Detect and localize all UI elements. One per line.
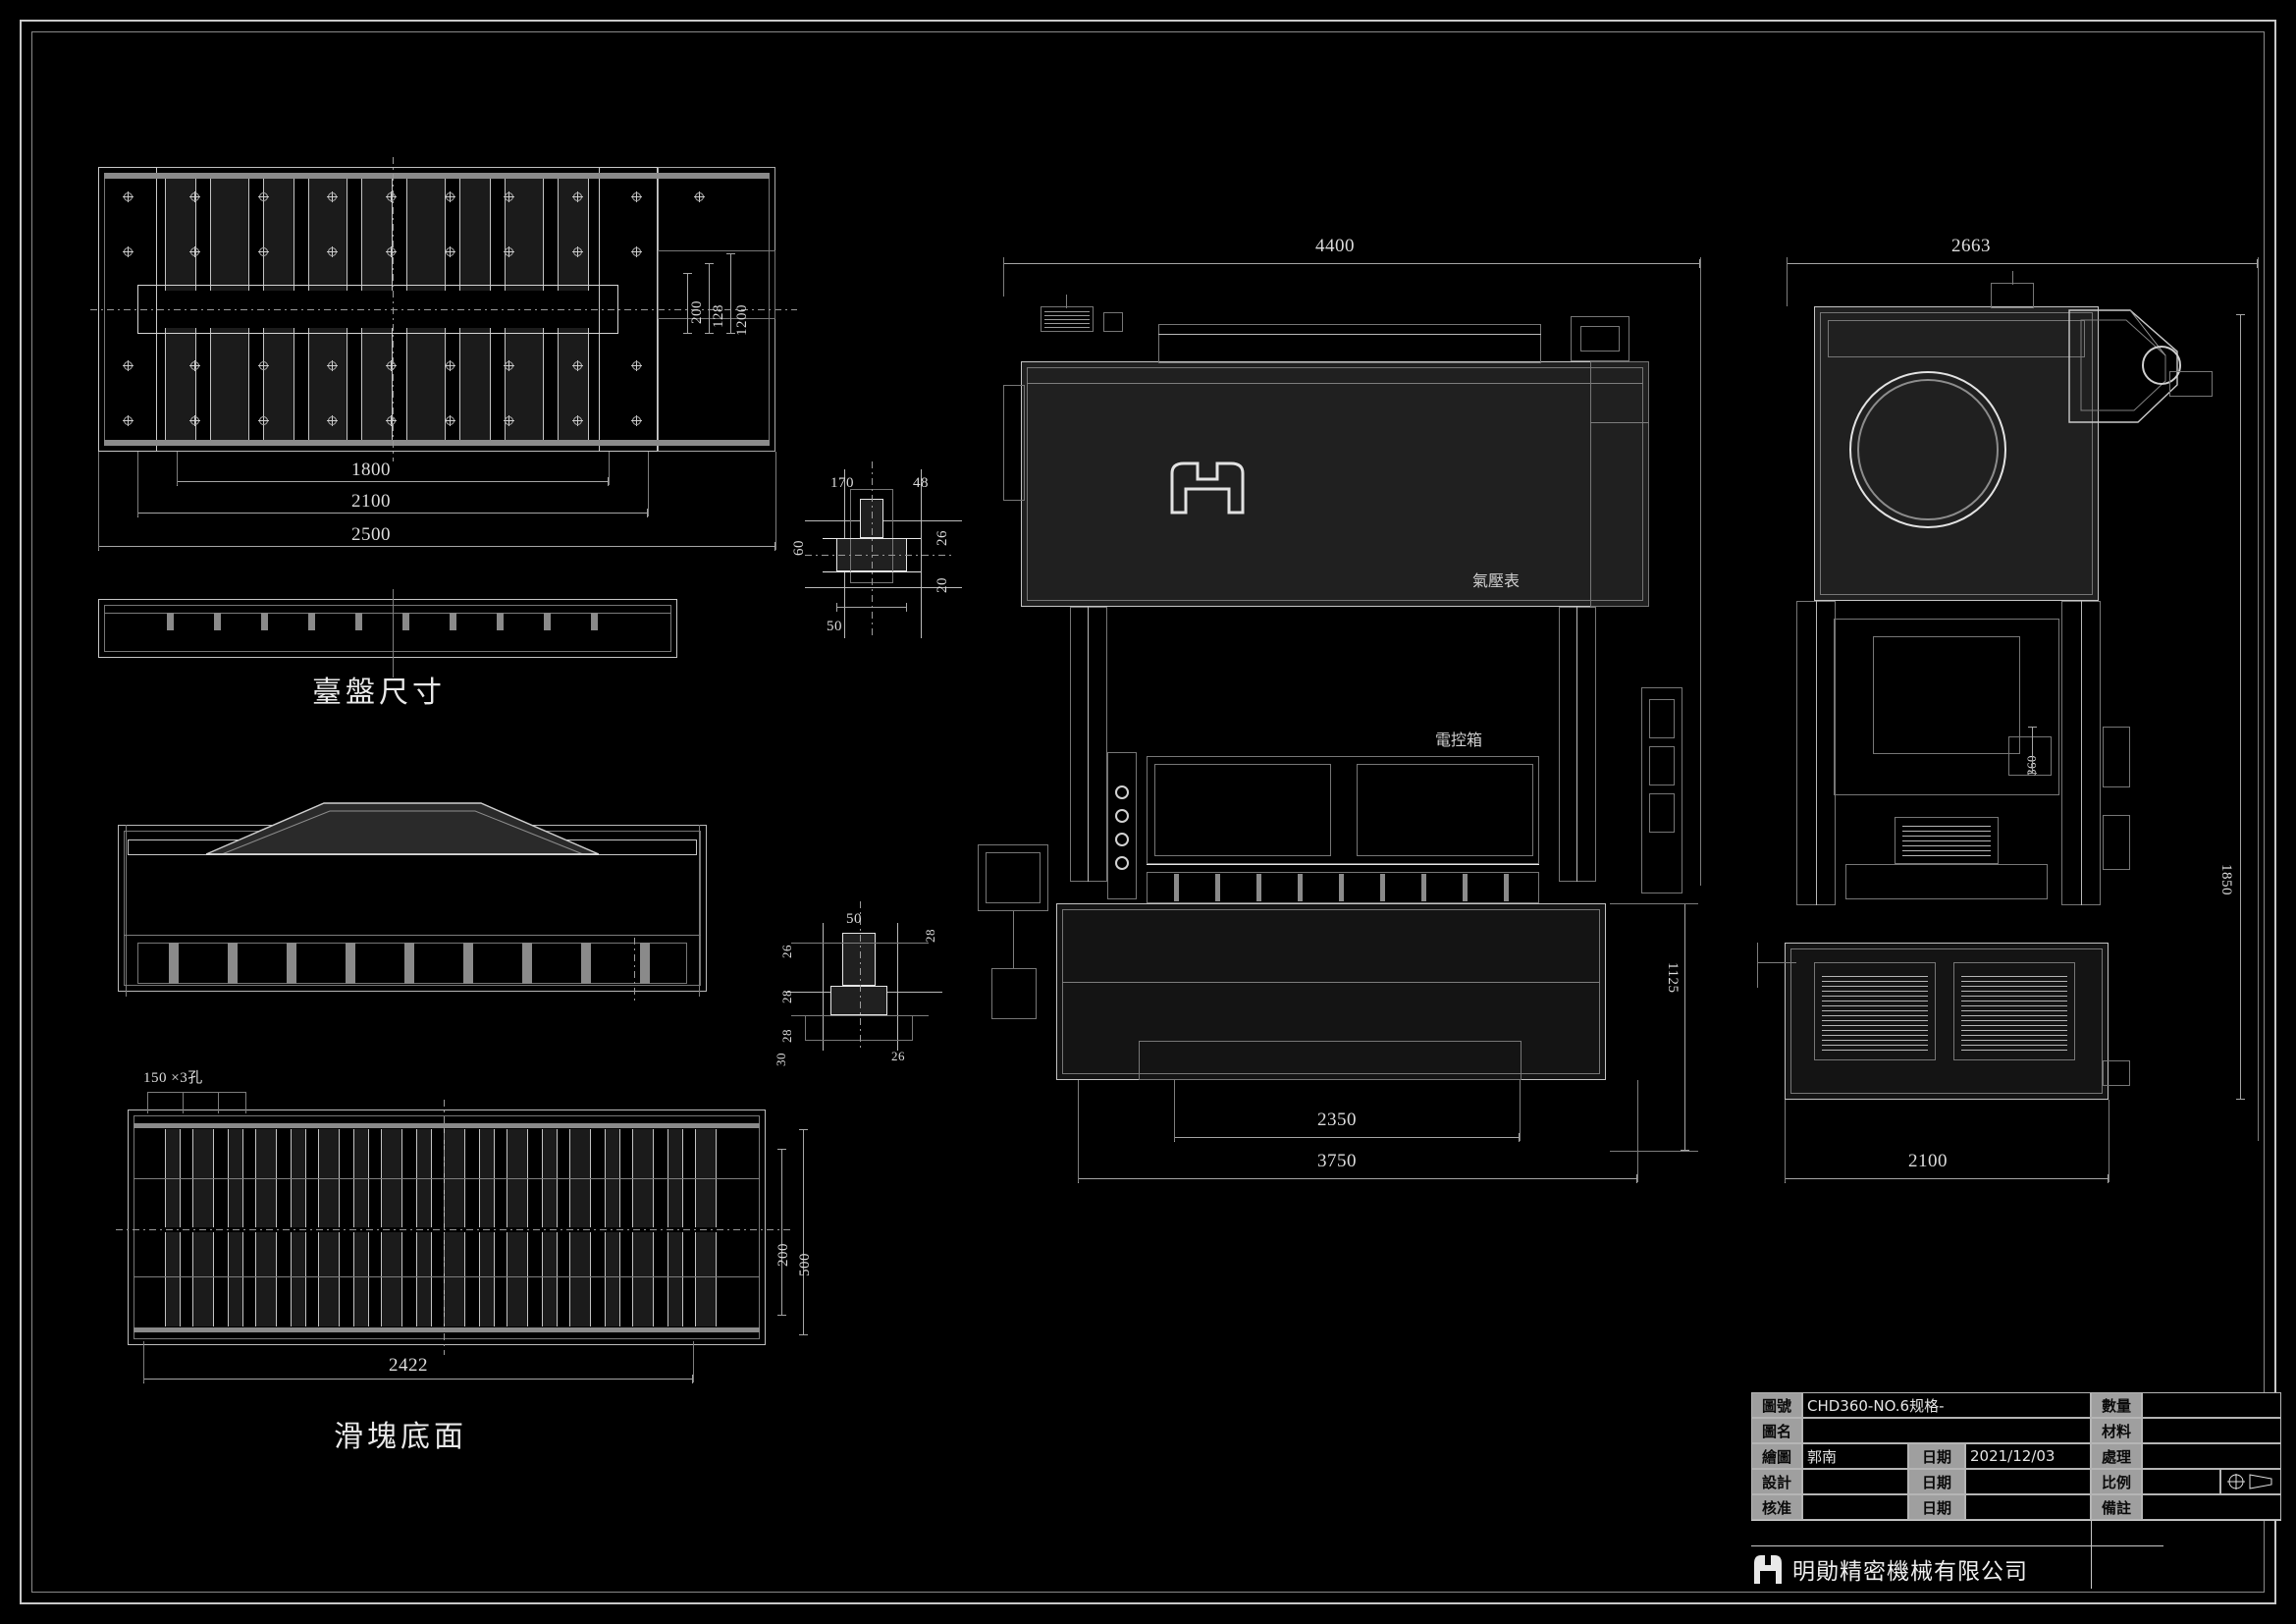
dim-line-2663 [1787, 259, 2258, 268]
tb-value-scale [2142, 1469, 2220, 1494]
dim-top-left-2100: 2100 [351, 491, 391, 512]
tb-value-drawing-name [1802, 1418, 2091, 1443]
dim-top-left-128: 128 [711, 304, 726, 328]
dim-line-1850 [2236, 314, 2245, 1100]
tb-value-date-approved [1965, 1494, 2091, 1520]
dim-front-1125: 1125 [1665, 962, 1681, 994]
dim-line-1125 [1681, 903, 1689, 1151]
dim-tslot-20: 20 [934, 577, 950, 593]
dim-clamp-28-b: 28 [779, 1029, 794, 1043]
dim-clamp-30: 30 [774, 1053, 788, 1066]
tb-value-approved-by [1802, 1494, 1908, 1520]
dim-line-2100 [137, 509, 648, 517]
tb-label-drawing-number: 圖號 [1751, 1392, 1802, 1418]
dim-side-2663: 2663 [1951, 236, 1991, 256]
projection-symbol-cell [2220, 1469, 2281, 1494]
tb-label-drawing-name: 圖名 [1751, 1418, 1802, 1443]
tb-value-date-designed [1965, 1469, 2091, 1494]
dim-bottom-left-2422: 2422 [389, 1355, 428, 1376]
dim-side-2100: 2100 [1908, 1151, 1948, 1171]
dim-line-2350 [1174, 1133, 1520, 1142]
tb-value-quantity [2142, 1392, 2281, 1418]
crown-logo-icon [1170, 461, 1245, 514]
caption-top-left-view: 臺盤尺寸 [312, 676, 446, 710]
dim-tslot-60: 60 [791, 540, 807, 556]
dim-line-3750 [1078, 1174, 1637, 1183]
dim-tslot-48: 48 [913, 475, 929, 491]
dim-line-2500 [98, 542, 775, 551]
tb-label-designed-by: 設計 [1751, 1469, 1802, 1494]
tb-value-remark [2142, 1494, 2281, 1520]
dim-bottom-left-150x3holes: 150 ×3孔 [143, 1070, 203, 1086]
tb-value-date-drawn: 2021/12/03 [1965, 1443, 2091, 1469]
title-block: 圖號 圖名 繪圖 設計 核准 CHD360-NO.6规格- 郭南 日期 2021… [1751, 1392, 2281, 1589]
dim-top-left-1200: 1200 [734, 304, 750, 336]
sheet-border-outer [20, 20, 2276, 1604]
tb-label-material: 材料 [2091, 1418, 2142, 1443]
tb-label-date-drawn: 日期 [1908, 1443, 1965, 1469]
tb-value-material [2142, 1418, 2281, 1443]
dim-clamp-28-a: 28 [779, 990, 794, 1003]
dim-clamp-28-c: 28 [923, 929, 937, 943]
company-row: 明勛精密機械有限公司 [1751, 1549, 2163, 1589]
dim-tslot-50: 50 [827, 619, 842, 634]
dim-clamp-26-a: 26 [779, 945, 794, 958]
dim-tslot-26: 26 [934, 530, 950, 546]
company-name: 明勛精密機械有限公司 [1792, 1559, 2028, 1585]
tb-label-drawn-by: 繪圖 [1751, 1443, 1802, 1469]
company-logo-icon [1751, 1552, 1785, 1586]
dim-top-left-2500: 2500 [351, 524, 391, 545]
tb-label-quantity: 數量 [2091, 1392, 2142, 1418]
dim-line-4400 [1003, 259, 1700, 268]
dim-bottom-left-200: 200 [775, 1243, 791, 1267]
dim-clamp-50: 50 [846, 911, 862, 927]
tb-label-approved-by: 核准 [1751, 1494, 1802, 1520]
slide-gable-outline [205, 802, 600, 855]
third-angle-projection-icon [2227, 1474, 2272, 1489]
tb-value-drawing-number: CHD360-NO.6规格- [1802, 1392, 2091, 1418]
dim-tslot-170: 170 [830, 475, 854, 491]
tb-label-remark: 備註 [2091, 1494, 2142, 1520]
dim-clamp-26-b: 26 [891, 1049, 905, 1063]
dim-line-1800 [177, 477, 609, 486]
sheet-border-inner [31, 31, 2265, 1593]
dim-top-left-marker [599, 589, 603, 605]
tb-value-designed-by [1802, 1469, 1908, 1494]
dim-top-left-200: 200 [689, 300, 705, 324]
dim-line-2100-side [1785, 1174, 2109, 1183]
dim-bottom-left-500: 500 [797, 1253, 813, 1276]
tb-label-scale: 比例 [2091, 1469, 2142, 1494]
dim-top-left-1800: 1800 [351, 460, 391, 480]
dim-front-3750: 3750 [1317, 1151, 1357, 1171]
label-front-air-gauge: 氣壓表 [1472, 571, 1521, 590]
tb-label-date-approved: 日期 [1908, 1494, 1965, 1520]
label-front-control-box: 電控箱 [1435, 731, 1483, 749]
tb-label-date-designed: 日期 [1908, 1469, 1965, 1494]
tb-value-drawn-by: 郭南 [1802, 1443, 1908, 1469]
caption-bottom-left-view: 滑塊底面 [334, 1420, 467, 1454]
dim-front-4400: 4400 [1315, 236, 1355, 256]
tb-label-treatment: 處理 [2091, 1443, 2142, 1469]
tb-value-treatment [2142, 1443, 2281, 1469]
dim-front-2350: 2350 [1317, 1110, 1357, 1130]
flywheel-circle [1849, 371, 2006, 528]
dim-side-1850: 1850 [2218, 864, 2234, 895]
